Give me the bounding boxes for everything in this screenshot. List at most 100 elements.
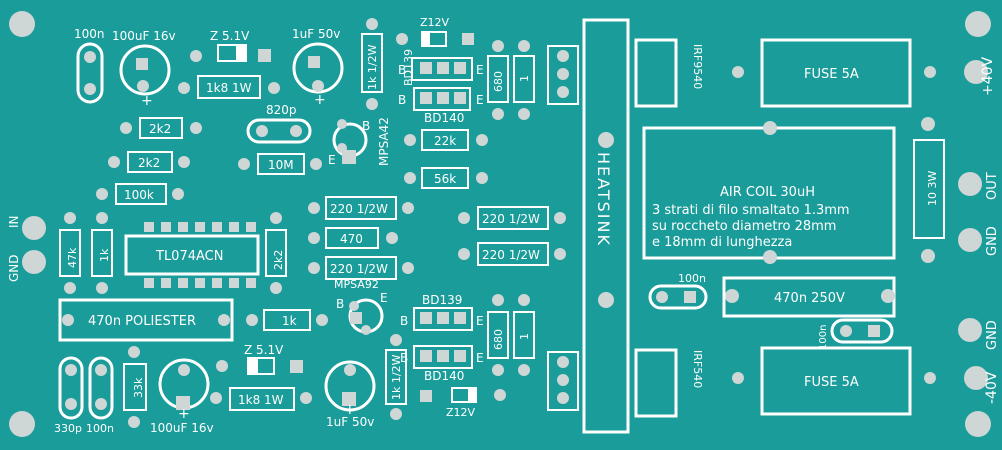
label-fuse-bot: FUSE 5A: [804, 375, 859, 390]
cap-1uf-top: + 1uF 50v: [292, 27, 344, 108]
label-plus40: +40V: [980, 56, 996, 96]
label-heatsink: HEATSINK: [594, 152, 613, 247]
svg-text:B: B: [398, 63, 406, 77]
resistor-47k: 47k: [59, 212, 81, 294]
label-minus40: -40V: [984, 371, 1000, 404]
terminal-gnd-out: GND: [958, 226, 1000, 256]
svg-text:100uF 16v: 100uF 16v: [150, 421, 214, 435]
label-gnd-bot: GND: [985, 320, 1000, 350]
transistor-bd139-top: B E BD139: [398, 49, 484, 86]
svg-text:MPSA92: MPSA92: [334, 278, 379, 291]
svg-text:2k2: 2k2: [138, 156, 160, 170]
terminal-gnd-bot: GND: [958, 318, 1000, 350]
resistor-2k2-a: 2k2: [120, 117, 202, 139]
svg-text:100n: 100n: [86, 422, 114, 435]
svg-text:E: E: [476, 63, 484, 77]
svg-text:1: 1: [518, 333, 531, 340]
label-c100uf-top: 100uF 16v: [112, 29, 176, 43]
svg-text:E: E: [476, 314, 484, 328]
transistor-mpsa42: B E MPSA42: [328, 117, 391, 167]
svg-text:GND: GND: [7, 254, 21, 282]
svg-text:Z 5.1V: Z 5.1V: [244, 343, 284, 357]
label-c470n-250: 470n 250V: [774, 291, 845, 306]
svg-text:+: +: [344, 402, 356, 418]
cap-100uf-top: + 100uF 16v: [112, 29, 176, 109]
label-bd139-top: BD139: [402, 49, 415, 86]
svg-text:470n POLIESTER: 470n POLIESTER: [88, 314, 196, 329]
resistor-1k-half-bot: 1k 1/2W: [385, 334, 407, 420]
cap-820p: 820p: [246, 103, 312, 144]
svg-text:BD139: BD139: [422, 293, 462, 307]
resistor-2k2-v: 2k2: [265, 212, 287, 294]
resistor-220-2: 220 1/2W: [308, 256, 414, 280]
svg-text:56k: 56k: [434, 172, 456, 186]
svg-text:22k: 22k: [434, 134, 456, 148]
svg-text:2k2: 2k2: [149, 122, 171, 136]
svg-text:33k: 33k: [132, 377, 145, 398]
cap-100uf-bot: + 100uF 16v: [150, 358, 214, 435]
air-coil: AIR COIL 30uH 3 strati di filo smaltato …: [642, 121, 896, 264]
terminal-plus40: +40V: [964, 56, 996, 96]
resistor-2k2-b: 2k2: [108, 151, 190, 173]
svg-text:+: +: [141, 93, 153, 109]
svg-text:1k: 1k: [282, 314, 297, 328]
zener-12v-top: Z12V: [396, 16, 474, 47]
svg-text:E: E: [476, 351, 484, 365]
label-r1k8-top: 1k8 1W: [206, 81, 252, 95]
mosfet-irf540: IRF540: [547, 348, 704, 418]
svg-text:E: E: [476, 93, 484, 107]
transistor-bd140-top: B E BD140: [398, 87, 484, 125]
label-coil-line2: su roccheto diametro 28mm: [652, 219, 836, 234]
svg-text:1: 1: [518, 75, 531, 82]
resistor-100k: 100k: [96, 183, 184, 205]
resistors-680-1-bot: 680 1: [487, 294, 535, 376]
label-c1uf-top: 1uF 50v: [292, 27, 340, 41]
label-z12-top: Z12V: [420, 16, 450, 29]
label-bd140-top: BD140: [424, 111, 464, 125]
svg-text:B: B: [398, 93, 406, 107]
terminal-out: OUT: [958, 172, 1000, 200]
label-z51-top: Z 5.1V: [210, 29, 250, 43]
resistors-680-1-top: 680 1: [487, 40, 535, 120]
svg-text:1k 1/2W: 1k 1/2W: [390, 354, 403, 400]
svg-text:220 1/2W: 220 1/2W: [482, 248, 540, 262]
svg-text:47k: 47k: [66, 247, 79, 268]
svg-text:680: 680: [492, 71, 505, 92]
resistor-1k-h: 1k: [246, 309, 328, 331]
svg-text:+: +: [314, 92, 326, 108]
label-r103w: 10 3W: [926, 171, 939, 206]
resistor-10-3w: 10 3W: [913, 117, 945, 263]
svg-text:E: E: [328, 153, 336, 167]
zener-5v1-bot: Z 5.1V: [216, 343, 303, 375]
cap-470n-250v: 470n 250V: [722, 276, 896, 318]
label-gnd-out: GND: [985, 226, 1000, 256]
svg-text:330p: 330p: [54, 422, 82, 435]
svg-text:2k2: 2k2: [272, 250, 285, 270]
transistor-mpsa92: MPSA92 B E: [334, 278, 388, 335]
svg-text:IN: IN: [7, 215, 21, 228]
svg-text:B: B: [400, 314, 408, 328]
resistor-10m: 10M: [238, 153, 322, 175]
heatsink-outline: HEATSINK: [582, 18, 630, 434]
transistor-bd140-bot: B E BD140: [400, 345, 484, 383]
resistor-33k: 33k: [123, 346, 147, 428]
resistor-220-4: 220 1/2W: [458, 242, 566, 266]
terminal-in: IN: [7, 215, 46, 240]
resistor-1k-half-top: 1k 1/2W: [361, 18, 383, 110]
svg-text:820p: 820p: [266, 103, 297, 117]
svg-text:B: B: [362, 119, 370, 133]
svg-text:10M: 10M: [268, 158, 294, 172]
label-fuse-top: FUSE 5A: [804, 67, 859, 82]
svg-text:B: B: [400, 351, 408, 365]
label-c100n-top: 100n: [74, 27, 105, 41]
label-r1k-half-top: 1k 1/2W: [366, 44, 379, 90]
label-coil-line1: 3 strati di filo smaltato 1.3mm: [652, 203, 850, 218]
resistor-1k-v: 1k: [91, 212, 113, 294]
resistor-470: 470: [308, 227, 398, 249]
svg-text:+: +: [178, 406, 190, 422]
svg-text:TL074ACN: TL074ACN: [155, 249, 223, 264]
svg-text:220 1/2W: 220 1/2W: [330, 202, 388, 216]
svg-text:680: 680: [492, 329, 505, 350]
svg-text:100k: 100k: [124, 188, 154, 202]
